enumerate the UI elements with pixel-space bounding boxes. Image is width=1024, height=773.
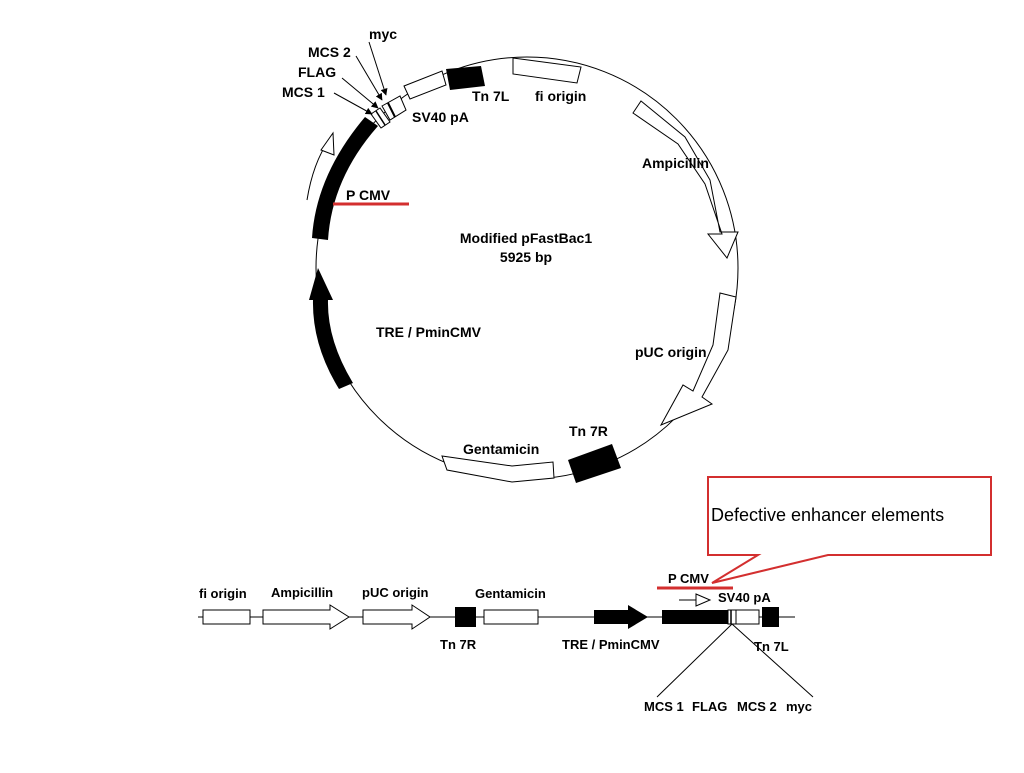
mcs-zoom-line-right (731, 623, 814, 698)
linear-pcmv-block (662, 610, 728, 624)
callout: Defective enhancer elements (707, 476, 992, 584)
linear-fi-origin-block (202, 609, 251, 625)
label-myc: myc (369, 26, 397, 42)
label-ampicillin: Ampicillin (642, 155, 709, 171)
linear-label-mcs2: MCS 2 (737, 699, 777, 714)
linear-label-sv40pa: SV40 pA (718, 590, 771, 605)
linear-label-myc: myc (786, 699, 812, 714)
transcription-arrowhead (320, 131, 335, 156)
circular-map: myc MCS 2 FLAG MCS 1 Tn 7L fi origin SV4… (282, 26, 739, 483)
label-tn7l: Tn 7L (472, 88, 510, 104)
label-mcs2: MCS 2 (308, 44, 351, 60)
ampicillin-arrow (632, 100, 739, 259)
linear-tn7r-block (455, 607, 476, 627)
linear-label-tn7l: Tn 7L (754, 639, 789, 654)
myc-leader-arrow (368, 41, 388, 96)
callout-box (707, 476, 992, 584)
linear-label-tre: TRE / PminCMV (562, 637, 660, 652)
linear-label-ampicillin: Ampicillin (271, 585, 333, 600)
mcs-zoom-line-left (656, 623, 733, 698)
label-tn7r: Tn 7R (569, 423, 608, 439)
linear-label-puc: pUC origin (362, 585, 428, 600)
label-sv40pa: SV40 pA (412, 109, 469, 125)
pcmv-block (312, 117, 378, 240)
label-mcs1: MCS 1 (282, 84, 325, 100)
fi-origin-block (512, 57, 582, 84)
linear-gentamicin-block (483, 609, 539, 625)
gentamicin-block (441, 455, 555, 483)
linear-sv40pa-block (735, 609, 760, 625)
linear-transcription-arrowhead (695, 593, 712, 607)
linear-label-tn7r: Tn 7R (440, 637, 477, 652)
sv40pa-block (381, 95, 407, 121)
label-tre: TRE / PminCMV (376, 324, 482, 340)
mcs1-leader-arrow (333, 92, 373, 115)
tn7r-block (568, 444, 621, 483)
linear-ampicillin-arrow (262, 604, 350, 630)
callout-text: Defective enhancer elements (711, 505, 944, 525)
mcs2-leader-arrow (355, 55, 383, 101)
myc-stripe (387, 102, 396, 118)
label-pcmv: P CMV (346, 187, 391, 203)
flag-stripe (375, 110, 386, 126)
plasmid-name: Modified pFastBac1 (460, 230, 592, 246)
linear-label-mcs1: MCS 1 (644, 699, 684, 714)
linear-map: fi origin Ampicillin pUC origin Gentamic… (198, 571, 814, 714)
linear-puc-arrow (362, 604, 431, 630)
tre-pmincmv-arrow (309, 268, 353, 389)
label-fi-origin: fi origin (535, 88, 586, 104)
linear-label-fi-origin: fi origin (199, 586, 247, 601)
linear-mcs-region (727, 609, 737, 625)
flag-leader-arrow (341, 77, 379, 109)
plasmid-size: 5925 bp (500, 249, 552, 265)
label-flag: FLAG (298, 64, 336, 80)
backbone-segment-top-left (403, 70, 447, 100)
puc-origin-arrow (659, 292, 737, 427)
label-puc: pUC origin (635, 344, 707, 360)
label-gentamicin: Gentamicin (463, 441, 539, 457)
linear-label-gentamicin: Gentamicin (475, 586, 546, 601)
linear-tn7l-block (762, 607, 779, 627)
linear-tre-arrow (594, 605, 648, 629)
tn7l-block (446, 66, 485, 90)
linear-label-flag: FLAG (692, 699, 727, 714)
linear-label-pcmv: P CMV (668, 571, 709, 586)
